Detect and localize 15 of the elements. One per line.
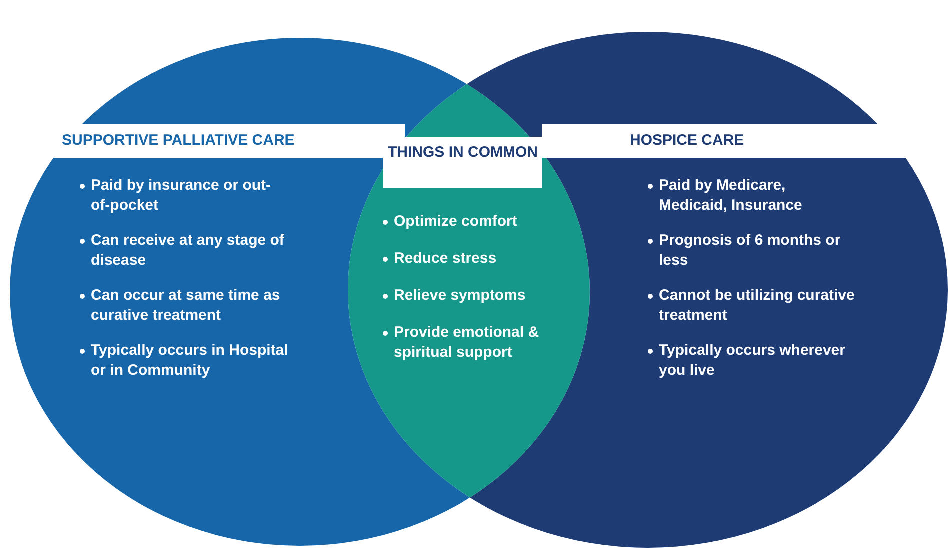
bullet-text: Can receive at any stage of disease: [78, 231, 290, 271]
bullet-text: Reduce stress: [381, 249, 561, 269]
bullet-text: Paid by Medicare, Medicaid, Insurance: [646, 176, 858, 216]
bullet-text: Paid by insurance or out-of-pocket: [78, 176, 290, 216]
section-heading: HOSPICE CARE: [630, 132, 744, 150]
section-heading: SUPPORTIVE PALLIATIVE CARE: [62, 132, 295, 150]
bullet-text: Relieve symptoms: [381, 286, 561, 306]
section-heading: THINGS IN COMMON: [388, 144, 538, 162]
bullet-text: Prognosis of 6 months or less: [646, 231, 858, 271]
bullet-text: Optimize comfort: [381, 212, 561, 232]
bullet-text: Provide emotional & spiritual support: [381, 323, 561, 363]
bullet-text: Typically occurs in Hospital or in Community: [78, 341, 290, 381]
bullet-text: Typically occurs wherever you live: [646, 341, 858, 381]
bullet-text: Can occur at same time as curative treatment: [78, 286, 290, 326]
bullet-text: Cannot be utilizing curative treatment: [646, 286, 858, 326]
